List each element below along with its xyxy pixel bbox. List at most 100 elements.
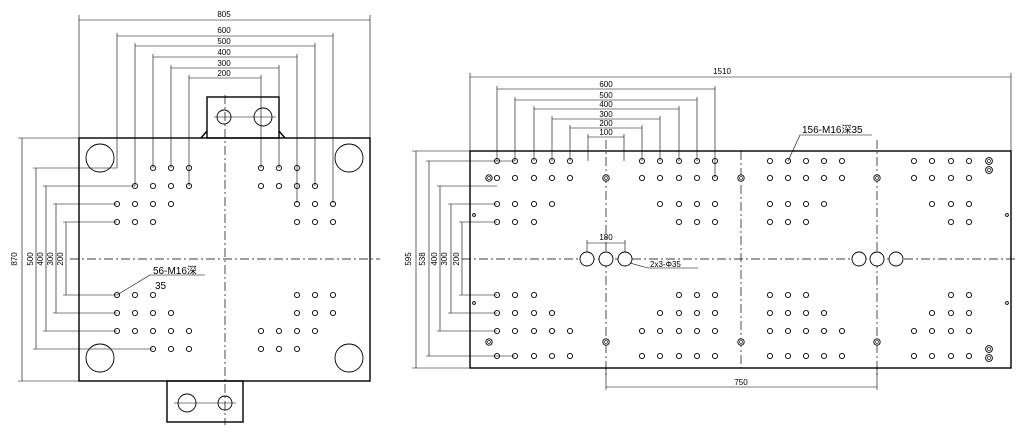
bolt-hole — [928, 200, 936, 208]
right-center-hole-callout: 2x3-Φ35 — [650, 260, 681, 269]
bolt-hole — [693, 174, 701, 182]
bolt-hole — [656, 352, 664, 360]
bolt-hole — [711, 218, 719, 226]
bolt-hole — [548, 352, 556, 360]
bolt-hole — [638, 352, 646, 360]
bolt-hole — [329, 309, 337, 317]
ejector-hole-inner — [604, 176, 608, 180]
bolt-hole — [802, 327, 810, 335]
left-top-dimensions: 805 600 500 400 300 200 — [78, 10, 371, 203]
bolt-hole — [293, 345, 301, 353]
bolt-hole — [947, 327, 955, 335]
pin-hole — [1005, 213, 1009, 217]
left-plate: 805 600 500 400 300 200 — [10, 10, 380, 425]
bolt-hole — [965, 174, 973, 182]
right-dim-100: 100 — [599, 128, 613, 137]
bolt-hole — [131, 327, 139, 335]
bolt-hole — [928, 157, 936, 165]
ejector-hole-inner — [739, 340, 743, 344]
ejector-hole — [602, 174, 610, 182]
bolt-hole — [131, 218, 139, 226]
left-dim-300: 300 — [217, 59, 231, 68]
bolt-hole — [965, 291, 973, 299]
bolt-hole — [530, 327, 538, 335]
bolt-hole — [711, 352, 719, 360]
bolt-hole — [329, 218, 337, 226]
bolt-hole — [784, 291, 792, 299]
ejector-hole-inner — [875, 176, 879, 180]
bolt-hole — [675, 309, 683, 317]
ejector-hole — [737, 174, 745, 182]
bolt-hole — [530, 174, 538, 182]
bolt-hole — [693, 218, 701, 226]
bolt-hole — [131, 200, 139, 208]
bolt-hole — [185, 327, 193, 335]
bolt-hole — [693, 291, 701, 299]
ejector-hole-inner — [487, 340, 491, 344]
bolt-hole — [820, 352, 828, 360]
bolt-hole — [711, 200, 719, 208]
bolt-hole — [928, 352, 936, 360]
right-bottom-dim: 750 — [734, 378, 748, 387]
bolt-hole — [784, 327, 792, 335]
bolt-hole — [293, 327, 301, 335]
bolt-hole — [947, 200, 955, 208]
bolt-hole — [638, 174, 646, 182]
bolt-hole — [802, 174, 810, 182]
right-plate: 1510 600 500 400 300 200 100 — [404, 67, 1018, 390]
bolt-hole — [820, 157, 828, 165]
bolt-hole — [293, 218, 301, 226]
bolt-hole — [693, 352, 701, 360]
bolt-hole — [711, 327, 719, 335]
right-side-dim-300: 300 — [440, 252, 449, 266]
edge-hole — [985, 354, 993, 362]
bolt-hole — [675, 218, 683, 226]
bolt-hole — [838, 327, 846, 335]
bolt-hole — [766, 200, 774, 208]
bolt-hole — [656, 309, 664, 317]
bolt-hole — [802, 218, 810, 226]
bolt-hole — [947, 157, 955, 165]
ejector-hole — [602, 338, 610, 346]
edge-hole — [985, 345, 993, 353]
bolt-hole — [167, 182, 175, 190]
right-side-dim-538: 538 — [418, 252, 427, 266]
bolt-hole — [149, 291, 157, 299]
left-hole-pattern — [113, 164, 337, 353]
bolt-hole — [802, 309, 810, 317]
bolt-hole — [965, 309, 973, 317]
bolt-hole — [784, 309, 792, 317]
bolt-hole — [910, 327, 918, 335]
bolt-hole — [566, 174, 574, 182]
bolt-hole — [548, 309, 556, 317]
bolt-hole — [910, 157, 918, 165]
bolt-hole — [566, 327, 574, 335]
bolt-hole — [149, 309, 157, 317]
bolt-hole — [149, 218, 157, 226]
bolt-hole — [820, 174, 828, 182]
right-dim-500: 500 — [599, 91, 613, 100]
right-side-dimensions: 595 538 400 300 200 — [404, 150, 515, 369]
right-side-dim-400: 400 — [430, 252, 439, 266]
bolt-hole — [910, 352, 918, 360]
bolt-hole — [675, 291, 683, 299]
bolt-hole — [947, 291, 955, 299]
bolt-hole — [711, 309, 719, 317]
bolt-hole — [656, 327, 664, 335]
bolt-hole — [910, 174, 918, 182]
bolt-hole — [511, 200, 519, 208]
bolt-hole — [566, 352, 574, 360]
left-thread-callout: 56-M16深 — [153, 265, 197, 277]
right-center-spacing-label: 180 — [599, 233, 613, 242]
bolt-hole — [947, 309, 955, 317]
bolt-hole — [275, 182, 283, 190]
bolt-hole — [820, 309, 828, 317]
bolt-hole — [947, 174, 955, 182]
bolt-hole — [131, 291, 139, 299]
pin-hole — [472, 301, 476, 305]
bolt-hole — [167, 200, 175, 208]
bolt-hole — [530, 291, 538, 299]
bolt-hole — [766, 309, 774, 317]
bolt-hole — [675, 200, 683, 208]
bolt-hole — [511, 218, 519, 226]
